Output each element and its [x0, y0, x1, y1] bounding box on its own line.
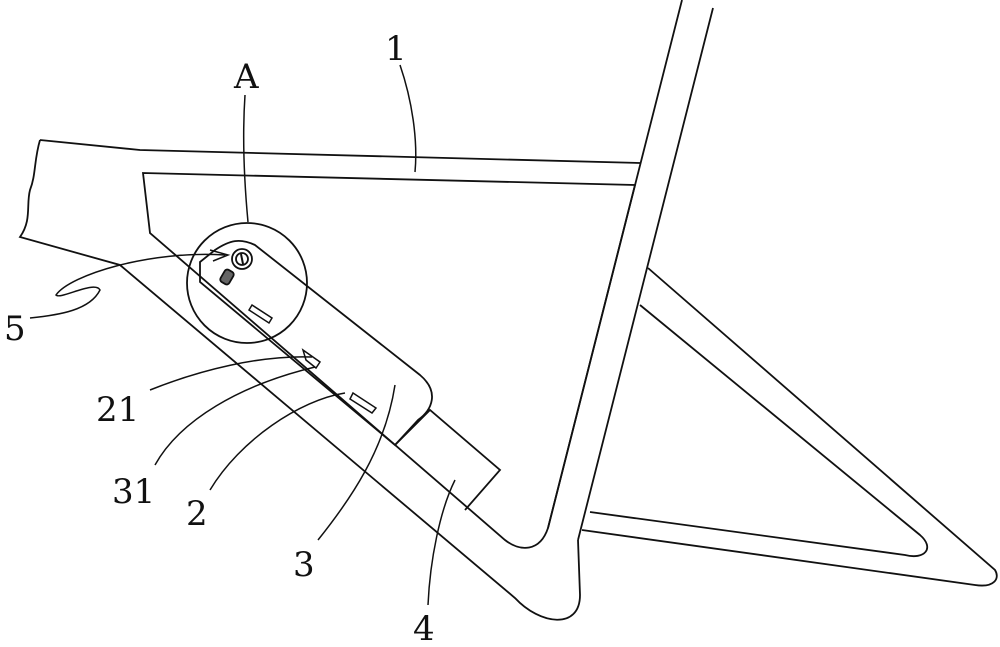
battery-base — [395, 410, 500, 510]
seat-stay — [582, 268, 997, 586]
label-3: 3 — [293, 548, 315, 582]
label-21: 21 — [96, 393, 139, 427]
seat-tube — [548, 0, 713, 540]
label-A: A — [234, 60, 259, 94]
battery — [200, 241, 432, 445]
label-31: 31 — [112, 475, 155, 509]
detail-circle-A — [187, 223, 307, 343]
label-4: 4 — [413, 612, 435, 646]
label-2: 2 — [186, 497, 208, 531]
frame-outline — [20, 140, 640, 620]
label-5: 5 — [4, 312, 26, 346]
label-1: 1 — [385, 32, 407, 66]
